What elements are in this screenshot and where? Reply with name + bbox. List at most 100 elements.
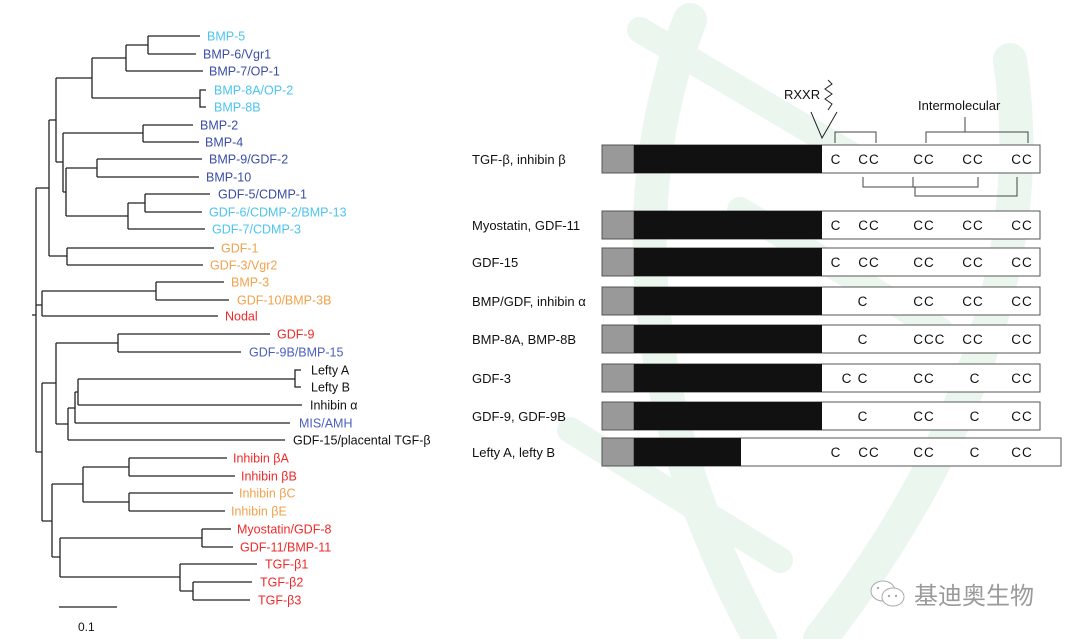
cysteine-marker: CC xyxy=(913,152,935,167)
tree-leaf-label: Inhibin α xyxy=(310,399,358,413)
cysteine-marker: CC xyxy=(1011,332,1033,347)
cysteine-marker: CC xyxy=(913,255,935,270)
row-label: TGF-β, inhibin β xyxy=(472,152,566,167)
signal-peptide xyxy=(601,401,635,431)
intermolecular-label: Intermolecular xyxy=(918,98,1001,113)
tree-leaf-label: TGF-β1 xyxy=(265,558,308,572)
cysteine-marker: C xyxy=(970,409,981,424)
tree-leaf-label: GDF-9 xyxy=(277,328,315,342)
signal-peptide xyxy=(601,363,635,393)
tree-leaf-label: TGF-β3 xyxy=(258,594,301,608)
watermark-text: 基迪奥生物 xyxy=(914,582,1034,610)
cysteine-marker: CC xyxy=(858,218,880,233)
cysteine-marker: CC xyxy=(962,218,984,233)
cysteine-marker: CC xyxy=(858,255,880,270)
prodomain xyxy=(634,325,822,353)
prodomain xyxy=(634,145,822,173)
tree-leaf-label: Lefty B xyxy=(311,381,350,395)
tree-leaf-label: BMP-7/OP-1 xyxy=(209,65,280,79)
cysteine-marker: CC xyxy=(962,294,984,309)
tree-leaf-label: GDF-5/CDMP-1 xyxy=(218,188,307,202)
cysteine-marker: CC xyxy=(913,294,935,309)
tree-leaf-label: BMP-4 xyxy=(205,136,243,150)
prodomain xyxy=(634,364,822,392)
tree-leaf-label: BMP-10 xyxy=(206,171,251,185)
cysteine-marker: CC xyxy=(1011,371,1033,386)
tree-leaf-labels: BMP-5BMP-6/Vgr1BMP-7/OP-1BMP-8A/OP-2BMP-… xyxy=(200,30,431,608)
row-label: BMP/GDF, inhibin α xyxy=(472,294,586,309)
row-label: GDF-3 xyxy=(472,371,511,386)
cysteine-marker: C xyxy=(831,218,842,233)
tree-leaf-label: GDF-11/BMP-11 xyxy=(240,541,331,555)
prodomain xyxy=(634,287,822,315)
signal-peptide xyxy=(601,210,635,240)
prodomain xyxy=(634,211,822,239)
tree-leaf-label: Inhibin βA xyxy=(233,452,289,466)
row-label: GDF-15 xyxy=(472,255,518,270)
tree-leaf-label: Myostatin/GDF-8 xyxy=(237,523,332,537)
tree-leaf-label: GDF-9B/BMP-15 xyxy=(249,346,344,360)
tree-leaf-label: Inhibin βB xyxy=(241,470,297,484)
cysteine-marker: C xyxy=(858,332,869,347)
tree-leaf-label: Inhibin βE xyxy=(231,505,287,519)
cleavage-site-marker xyxy=(810,111,838,140)
cysteine-marker: CC xyxy=(858,152,880,167)
watermark: 基迪奥生物 xyxy=(868,576,1034,611)
row-label: BMP-8A, BMP-8B xyxy=(472,332,576,347)
cysteine-marker: C xyxy=(970,371,981,386)
signal-peptide xyxy=(601,437,635,467)
cysteine-marker: C xyxy=(831,255,842,270)
tree-leaf-label: BMP-6/Vgr1 xyxy=(203,48,271,62)
cysteine-marker: C xyxy=(842,371,853,386)
cysteine-marker: CC xyxy=(913,371,935,386)
cysteine-marker: C xyxy=(858,409,869,424)
tree-leaf-label: Nodal xyxy=(225,310,258,324)
cysteine-marker: C xyxy=(970,445,981,460)
signal-peptide xyxy=(601,144,635,174)
cysteine-marker: C xyxy=(858,371,869,386)
disulfide-brackets xyxy=(834,117,1029,197)
tree-leaf-label: GDF-6/CDMP-2/BMP-13 xyxy=(209,206,347,220)
cysteine-marker: CC xyxy=(913,332,935,347)
tree-leaf-label: GDF-1 xyxy=(221,242,259,256)
tree-leaf-label: BMP-5 xyxy=(207,30,245,44)
tree-leaf-label: BMP-9/GDF-2 xyxy=(209,153,288,167)
tree-leaf-label: BMP-2 xyxy=(200,119,238,133)
cysteine-marker: CC xyxy=(962,255,984,270)
tree-leaf-label: GDF-3/Vgr2 xyxy=(210,259,277,273)
cysteine-marker: CC xyxy=(1011,294,1033,309)
cysteine-marker: C xyxy=(831,152,842,167)
cysteine-marker: CC xyxy=(1011,152,1033,167)
cysteine-marker: CC xyxy=(913,445,935,460)
row-label: Myostatin, GDF-11 xyxy=(472,218,580,233)
cysteine-marker: C xyxy=(935,332,946,347)
row-label: Lefty A, lefty B xyxy=(472,445,555,460)
tree-leaf-label: BMP-3 xyxy=(231,276,269,290)
scale-bar-label: 0.1 xyxy=(78,620,95,634)
tree-leaf-label: Inhibin βC xyxy=(239,487,296,501)
tree-leaf-label: GDF-15/placental TGF-β xyxy=(293,434,431,448)
cysteine-marker: CC xyxy=(913,218,935,233)
prodomain xyxy=(634,402,822,430)
tree-leaf-label: BMP-8A/OP-2 xyxy=(214,84,293,98)
wechat-icon xyxy=(870,580,905,606)
cysteine-marker: CC xyxy=(1011,255,1033,270)
tree-leaf-label: TGF-β2 xyxy=(260,576,303,590)
cysteine-marker: CC xyxy=(962,332,984,347)
prodomain xyxy=(634,438,741,466)
signal-peptide xyxy=(601,324,635,354)
tree-leaf-label: Lefty A xyxy=(311,364,350,378)
tree-leaf-label: BMP-8B xyxy=(214,101,261,115)
cleavage-zigzag xyxy=(824,79,833,111)
row-label: GDF-9, GDF-9B xyxy=(472,409,566,424)
cysteine-marker: C xyxy=(831,445,842,460)
signal-peptide xyxy=(601,286,635,316)
